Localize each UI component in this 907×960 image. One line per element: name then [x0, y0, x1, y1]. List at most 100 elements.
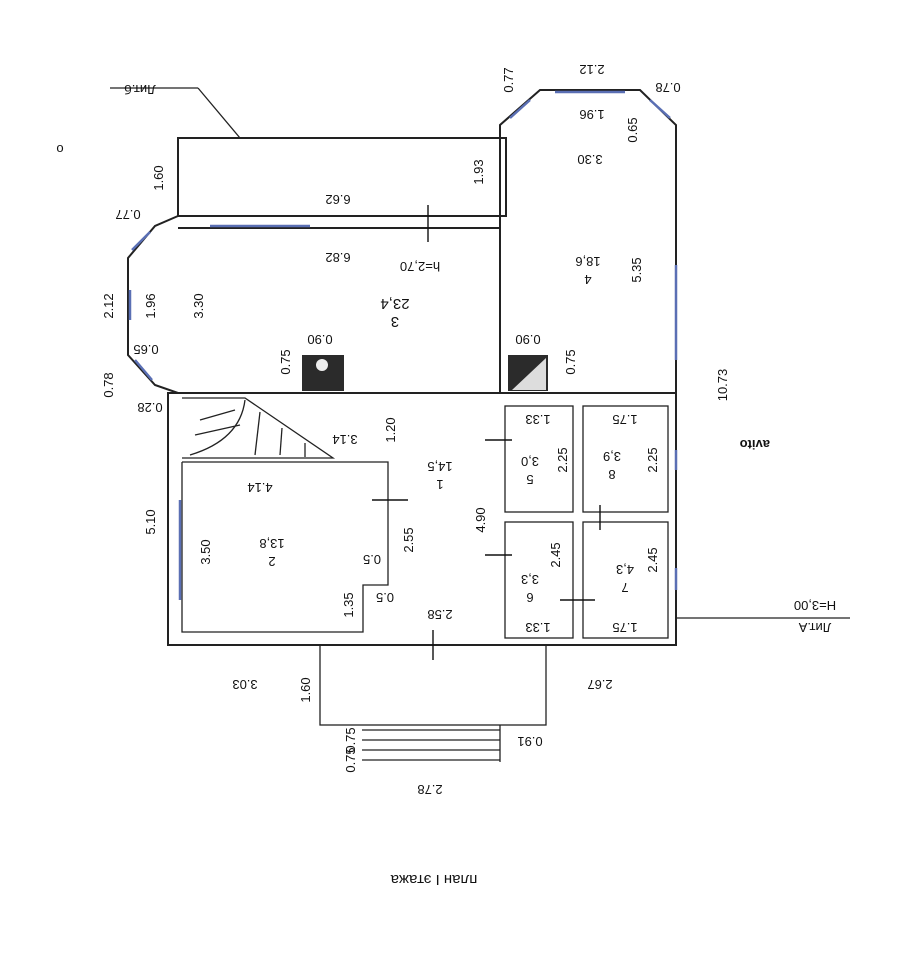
- dimension-d-212-top: 2.12: [579, 62, 604, 77]
- wall-room-6: [504, 521, 574, 639]
- room-number: 2: [268, 554, 275, 569]
- dimension-d-05-b: 0.5: [376, 590, 394, 605]
- dimension-d-662: 6.62: [325, 192, 350, 207]
- dimension-d-075-bot: 0.75: [343, 727, 358, 752]
- stair-step: [194, 424, 241, 436]
- dimension-d-196-top: 1.96: [579, 107, 604, 122]
- lit-right-label: Лит.А: [798, 620, 831, 635]
- stair-curve: [189, 399, 246, 456]
- dimension-d-314: 3.14: [332, 432, 357, 447]
- dimension-d-075-bot2: 0.75: [343, 747, 358, 772]
- room-label-2: 2 13,8: [259, 536, 284, 569]
- dimension-d-077-left: 0.77: [115, 207, 140, 222]
- dimension-d-133-bot: 1.33: [525, 620, 550, 635]
- dimension-d-078-top: 0.78: [655, 80, 680, 95]
- dimension-d-225-a: 2.25: [555, 447, 570, 472]
- room-label-8: 8 3,9: [603, 449, 621, 482]
- dimension-d-255: 2.55: [401, 527, 416, 552]
- dimension-d-535: 5.35: [629, 257, 644, 282]
- dimension-d-175-top: 1.75: [612, 412, 637, 427]
- stair-step: [199, 409, 236, 421]
- plan-title: план I этажа: [390, 871, 477, 888]
- dimension-d-078-left: 0.78: [101, 372, 116, 397]
- stair-step: [279, 427, 283, 456]
- dimension-d-303: 3.03: [232, 677, 257, 692]
- room-label-1: 1 14,5: [427, 459, 452, 492]
- room-number: 7: [621, 580, 628, 595]
- room-number: 4: [584, 272, 591, 287]
- room-area: 14,5: [427, 459, 452, 474]
- dimension-d-090-a: 0.90: [307, 332, 332, 347]
- room-number: 8: [608, 467, 615, 482]
- dimension-d-510: 5.10: [143, 509, 158, 534]
- height-right-label: Н=3,00: [794, 598, 836, 613]
- watermark-text: avito: [740, 437, 770, 452]
- dimension-d-1073: 10.73: [715, 369, 730, 402]
- room-number: 1: [436, 477, 443, 492]
- window: [131, 231, 151, 251]
- walls: [110, 87, 850, 762]
- dimension-d-490: 4.90: [473, 507, 488, 532]
- room-label-5: 5 3,0: [521, 454, 539, 487]
- dimension-d-225-b: 2.25: [645, 447, 660, 472]
- room-number: 5: [526, 472, 533, 487]
- dimension-d-160-left: 1.60: [151, 165, 166, 190]
- dimension-d-193: 1.93: [471, 159, 486, 184]
- dimension-d-090-b: 0.90: [515, 332, 540, 347]
- leader-lit-top: [197, 87, 241, 139]
- dimension-d-135: 1.35: [341, 592, 356, 617]
- room-area: 4,3: [616, 562, 634, 577]
- stove-opening: [316, 359, 328, 371]
- room-area: 3,0: [521, 454, 539, 469]
- dimension-d-196-left: 1.96: [143, 293, 158, 318]
- dimension-d-414: 4.14: [247, 480, 272, 495]
- dimension-d-245-a: 2.45: [548, 542, 563, 567]
- dimension-d-258: 2.58: [427, 607, 452, 622]
- corner-mark: o: [56, 142, 63, 157]
- labels-layer: план I этажа Лит.б Лит.А Н=3,00 h=2,70 o…: [56, 82, 836, 888]
- dimension-d-330-left: 3.30: [191, 293, 206, 318]
- wall-veranda: [177, 137, 507, 217]
- dimension-d-075-b: 0.75: [563, 349, 578, 374]
- wall-room-7: [582, 521, 669, 639]
- dimension-d-212-left: 2.12: [101, 293, 116, 318]
- dimension-d-330-top: 3.30: [577, 152, 602, 167]
- room-label-3: 3 23,4: [380, 295, 409, 330]
- windows: [128, 90, 678, 600]
- stove-opening: [512, 358, 546, 390]
- staircase: [189, 399, 306, 457]
- room-number: 6: [526, 590, 533, 605]
- dimension-d-065-left: 0.65: [133, 342, 158, 357]
- lit-top-label: Лит.б: [124, 82, 155, 97]
- room-label-4: 4 18,6: [575, 254, 600, 287]
- dimension-d-075-a: 0.75: [278, 349, 293, 374]
- wall-stairs: [182, 397, 336, 459]
- dimension-d-682: 6.82: [325, 250, 350, 265]
- wall-room-5: [504, 405, 574, 513]
- room-height-label: h=2,70: [400, 259, 440, 274]
- window: [134, 359, 153, 381]
- dimension-d-065-top: 0.65: [625, 117, 640, 142]
- room-label-6: 6 3,3: [521, 572, 539, 605]
- window: [649, 99, 671, 119]
- dimension-d-120: 1.20: [383, 417, 398, 442]
- stair-step: [254, 411, 261, 456]
- room-area: 3,3: [521, 572, 539, 587]
- room-label-7: 7 4,3: [616, 562, 634, 595]
- dimension-d-267: 2.67: [587, 677, 612, 692]
- dimension-d-160-bot: 1.60: [298, 677, 313, 702]
- room-area: 3,9: [603, 449, 621, 464]
- room-area: 23,4: [380, 295, 409, 312]
- dimension-d-175-bot: 1.75: [612, 620, 637, 635]
- doors: [372, 205, 601, 660]
- wall-room-8: [582, 405, 669, 513]
- dimension-d-350: 3.50: [198, 539, 213, 564]
- room-number: 3: [391, 313, 399, 330]
- dimension-d-278: 2.78: [417, 782, 442, 797]
- dimension-d-245-b: 2.45: [645, 547, 660, 572]
- dimension-d-05-a: 0.5: [363, 552, 381, 567]
- dimension-d-028: 0.28: [137, 400, 162, 415]
- dimension-d-091: 0.91: [517, 734, 542, 749]
